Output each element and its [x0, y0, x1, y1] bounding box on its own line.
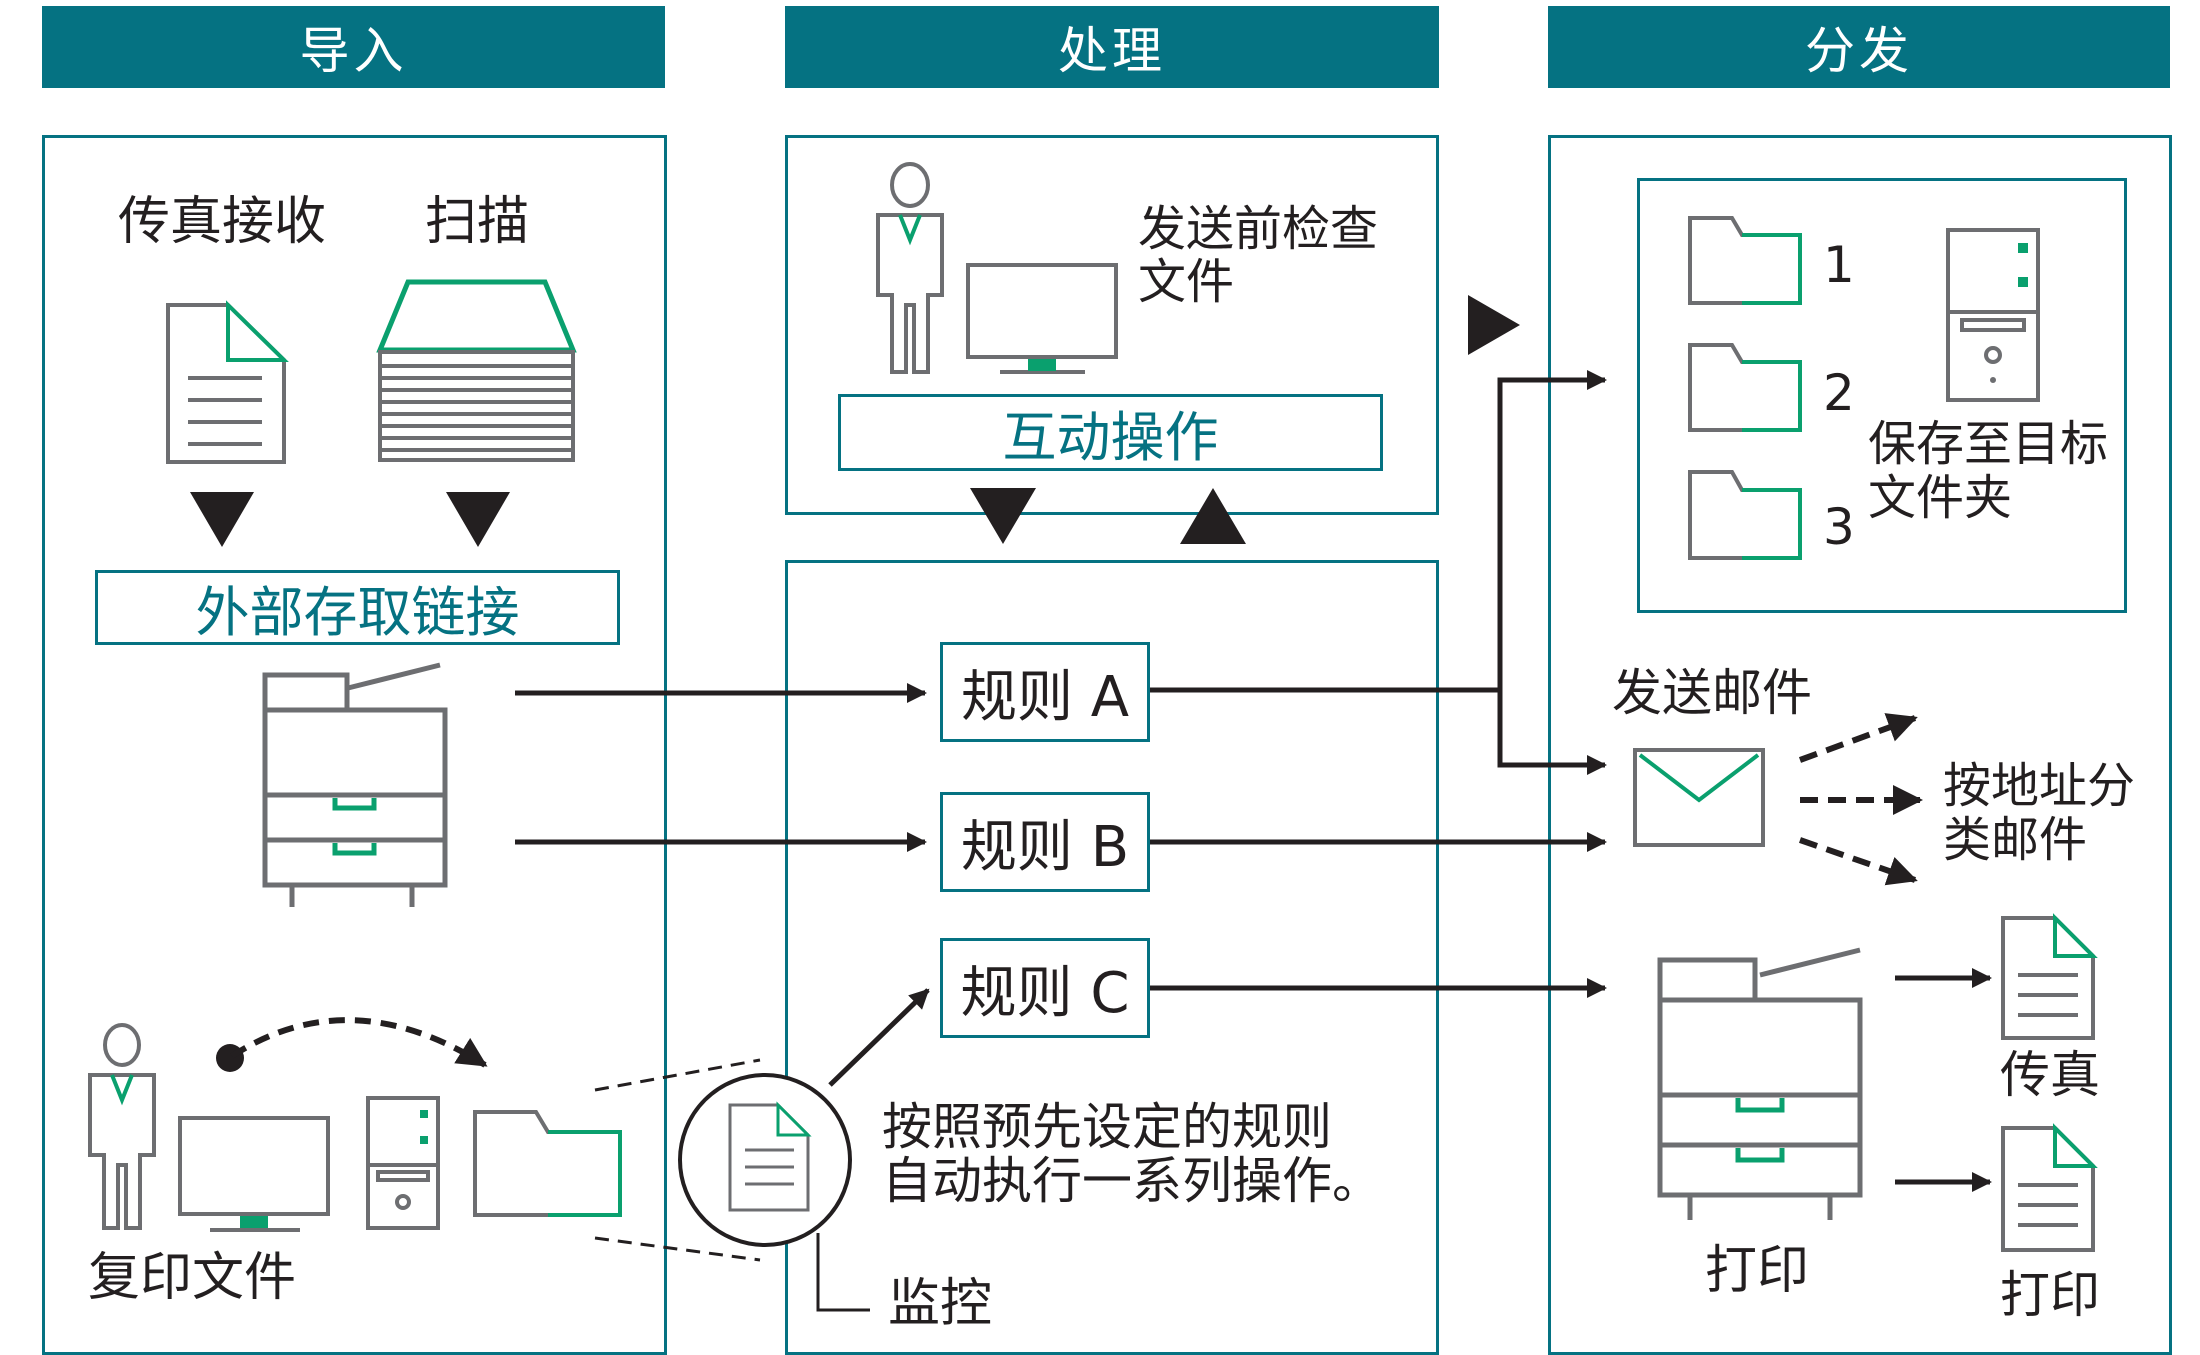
person-icon-copy: [88, 1023, 156, 1230]
folders-subpanel: [1637, 178, 2127, 613]
scan-stack-icon: [376, 279, 577, 462]
person-icon-check: [876, 162, 944, 374]
label-send-mail: 发送邮件: [1612, 664, 1812, 722]
label-sort-mail-1: 按地址分: [1943, 758, 2136, 814]
right-arrow-check: [1468, 295, 1520, 355]
folder-number-3: 3: [1823, 498, 1855, 556]
folder-icon-1: [1688, 216, 1802, 305]
folder-icon-3: [1688, 470, 1802, 560]
rule-a-output-line: [1150, 687, 1607, 775]
rule-c-box: 规则 C: [940, 938, 1150, 1038]
label-check-before-send-1: 发送前检查: [1138, 201, 1379, 257]
fax-document-icon: [166, 300, 289, 464]
monitor-callout-line: [816, 1233, 870, 1312]
label-fax-output: 传真: [2000, 1046, 2100, 1104]
check-panel: [785, 135, 1439, 515]
label-sort-mail-2: 类邮件: [1943, 812, 2088, 868]
person-tie-copy: [110, 1074, 134, 1106]
label-fax-receive: 传真接收: [118, 192, 327, 252]
label-auto-desc-1: 按照预先设定的规则: [882, 1098, 1332, 1156]
label-auto-desc-2: 自动执行一系列操作。: [882, 1152, 1382, 1210]
label-scan: 扫描: [425, 192, 530, 252]
monitor-icon-check: [966, 263, 1118, 374]
server-icon-copy: [366, 1096, 440, 1230]
print-output-document-icon: [2001, 1126, 2095, 1252]
external-access-link-box: 外部存取链接: [95, 570, 620, 645]
mail-envelope-icon: [1633, 748, 1765, 847]
mfp-device-icon: [262, 662, 448, 907]
folder-icon-copy: [473, 1110, 622, 1217]
label-copy-file: 复印文件: [88, 1248, 297, 1308]
interactive-operation-box: 互动操作: [838, 394, 1383, 471]
dashed-transfer-arrow: [230, 1017, 488, 1068]
down-arrow-interactive: [970, 488, 1036, 544]
label-save-folder-2: 文件夹: [1868, 470, 2013, 526]
header-import: 导入: [42, 6, 665, 88]
header-process: 处理: [785, 6, 1439, 88]
down-arrow-scan: [446, 492, 510, 547]
label-print-doc: 打印: [2000, 1266, 2100, 1324]
folder-number-2: 2: [1823, 364, 1855, 422]
mfp-print-device-icon: [1657, 947, 1863, 1220]
fax-output-document-icon: [2001, 916, 2095, 1040]
monitor-icon-copy: [178, 1116, 330, 1232]
rule-a-box: 规则 A: [940, 642, 1150, 742]
up-arrow-interactive: [1180, 488, 1246, 544]
rule-b-box: 规则 B: [940, 792, 1150, 892]
label-save-folder-1: 保存至目标: [1868, 416, 2109, 472]
label-check-before-send-2: 文件: [1138, 254, 1235, 310]
folder-number-1: 1: [1823, 236, 1855, 294]
rule-a-to-folder-line: [1497, 370, 1607, 690]
folder-icon-2: [1688, 343, 1802, 432]
label-monitor: 监控: [888, 1274, 993, 1334]
down-arrow-fax: [190, 492, 254, 547]
label-print-device: 打印: [1705, 1241, 1810, 1301]
header-distribute: 分发: [1548, 6, 2170, 88]
server-icon-distribute: [1946, 228, 2040, 402]
